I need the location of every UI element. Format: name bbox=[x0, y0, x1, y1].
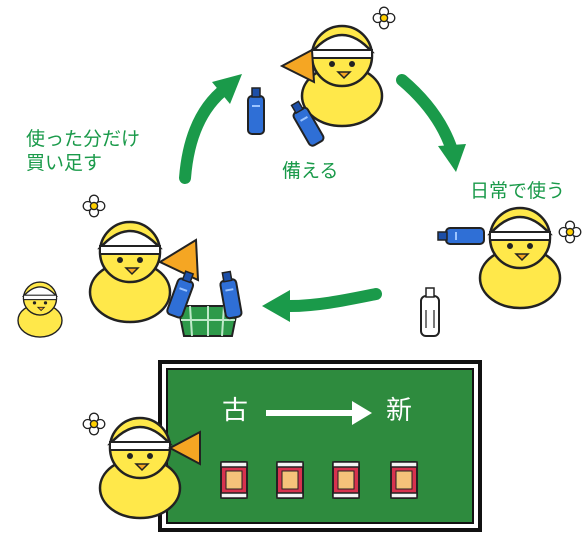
board-label-old: 古 bbox=[222, 396, 249, 426]
canned-food-icon bbox=[276, 461, 304, 499]
right-arrow-icon bbox=[266, 401, 372, 425]
water-bottle-icon bbox=[437, 227, 485, 245]
chick-daily-use bbox=[420, 206, 582, 337]
label-prepare: 備える bbox=[282, 160, 339, 182]
chick-buy bbox=[82, 194, 244, 337]
shopping-basket-icon bbox=[176, 305, 240, 337]
chick-pointing bbox=[82, 412, 201, 520]
board-label-new: 新 bbox=[386, 396, 413, 426]
empty-bottle-icon bbox=[420, 287, 440, 337]
small-chick bbox=[17, 281, 63, 338]
canned-food-icon bbox=[390, 461, 418, 499]
cycle-arrow-down-right bbox=[396, 74, 466, 172]
label-buy-line1: 使った分だけ bbox=[26, 128, 141, 150]
cycle-arrow-left bbox=[262, 288, 382, 322]
chick-prepare bbox=[247, 6, 396, 149]
water-bottle-icon bbox=[247, 87, 265, 135]
rotation-board bbox=[158, 360, 482, 532]
label-buy-line2: 買い足す bbox=[26, 152, 103, 174]
label-daily-use: 日常で使う bbox=[470, 180, 566, 202]
canned-food-icon bbox=[220, 461, 248, 499]
cycle-arrow-up bbox=[179, 74, 242, 184]
canned-food-icon bbox=[332, 461, 360, 499]
